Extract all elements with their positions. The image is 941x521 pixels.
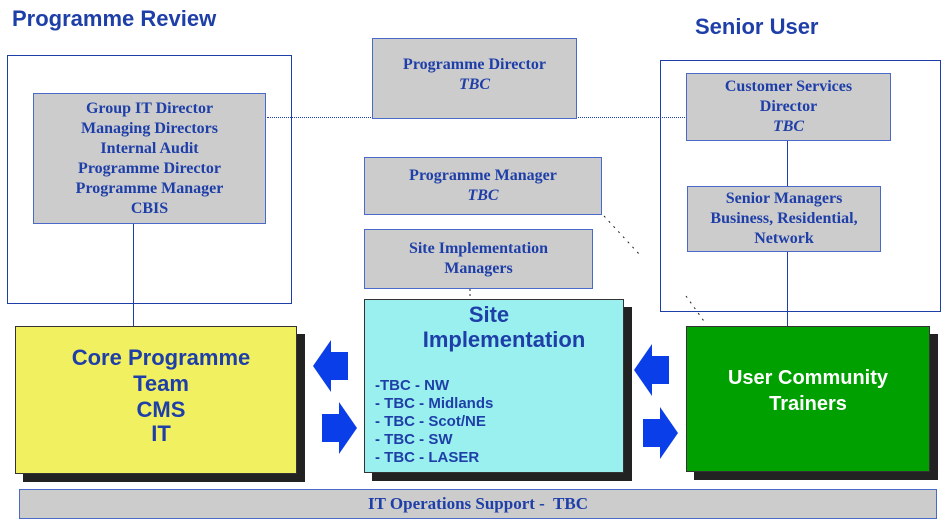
member-line: CBIS	[130, 199, 169, 217]
programme-director-box: Programme Director TBC	[372, 38, 577, 119]
senior-user-heading: Senior User	[695, 14, 819, 39]
member-line: Internal Audit	[100, 139, 199, 157]
site-implementation-title-line1: Site	[468, 302, 510, 327]
member-line: Group IT Director	[85, 99, 214, 117]
customer-services-line1: Customer Services	[724, 78, 853, 95]
programme-director-title: Programme Director	[403, 56, 546, 73]
member-line: Programme Director	[78, 159, 221, 177]
list-item: - TBC - LASER	[375, 449, 480, 466]
user-community-trainers-box: User Community Trainers	[686, 326, 930, 472]
connector-line	[133, 224, 134, 326]
site-implementation-title: Site Implementation	[365, 302, 623, 352]
member-line: Managing Directors	[80, 119, 218, 137]
senior-managers-line3: Network	[754, 230, 814, 247]
customer-services-tbc: TBC	[772, 118, 805, 135]
core-team-line: Team	[133, 371, 189, 396]
senior-managers-line2: Business, Residential,	[710, 210, 858, 227]
it-operations-support-label: IT Operations Support - TBC	[368, 494, 588, 513]
list-item: -TBC - NW	[375, 377, 450, 394]
programme-manager-title: Programme Manager	[409, 167, 557, 184]
left-arrow-icon	[634, 344, 669, 396]
connector-line	[787, 141, 788, 186]
programme-manager-tbc: TBC	[467, 187, 499, 204]
site-implementation-list: -TBC - NW - TBC - Midlands - TBC - Scot/…	[375, 377, 493, 467]
dotted-connector	[685, 295, 707, 325]
list-item: - TBC - Midlands	[375, 395, 494, 412]
programme-director-tbc: TBC	[458, 76, 491, 93]
left-arrow-icon	[313, 340, 348, 392]
right-arrow-icon	[322, 402, 357, 454]
site-impl-managers-line1: Site Implementation	[408, 240, 549, 257]
connector-line	[787, 252, 788, 326]
site-implementation-title-line2: Implementation	[422, 327, 586, 352]
core-programme-team-box: Core Programme Team CMS IT	[15, 326, 297, 474]
core-team-line: CMS	[136, 397, 186, 422]
programme-manager-box: Programme Manager TBC	[364, 157, 602, 215]
member-line: Programme Manager	[75, 179, 224, 197]
programme-review-members-box: Group IT Director Managing Directors Int…	[33, 93, 266, 224]
customer-services-director-box: Customer Services Director TBC	[686, 73, 891, 141]
programme-review-heading: Programme Review	[12, 6, 217, 31]
right-arrow-icon	[643, 407, 678, 459]
it-operations-support-bar: IT Operations Support - TBC	[19, 489, 937, 519]
customer-services-line2: Director	[759, 98, 818, 115]
core-team-line: IT	[151, 421, 171, 446]
senior-managers-line1: Senior Managers	[725, 190, 843, 207]
user-community-line1: User Community	[727, 367, 889, 389]
site-impl-managers-line2: Managers	[444, 260, 513, 277]
list-item: - TBC - Scot/NE	[375, 413, 486, 430]
list-item: - TBC - SW	[375, 431, 453, 448]
site-implementation-box: Site Implementation -TBC - NW - TBC - Mi…	[364, 299, 624, 473]
dotted-connector	[603, 215, 641, 256]
user-community-line2: Trainers	[769, 393, 847, 415]
core-team-line: Core Programme	[71, 345, 251, 370]
site-implementation-managers-box: Site Implementation Managers	[364, 229, 593, 289]
senior-managers-box: Senior Managers Business, Residential, N…	[687, 186, 881, 252]
